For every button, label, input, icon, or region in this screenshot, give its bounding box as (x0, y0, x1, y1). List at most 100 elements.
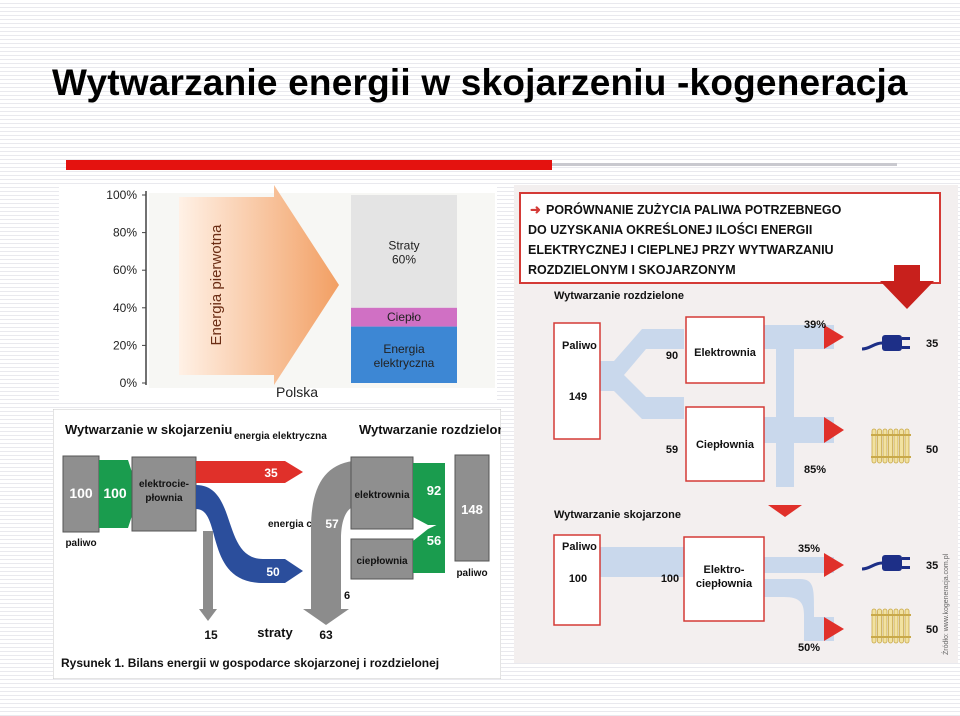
fuel-value-separate: 149 (569, 391, 587, 403)
loss-6-value: 6 (344, 590, 350, 602)
green-left-value: 100 (103, 485, 127, 501)
plug-icon (861, 335, 910, 351)
chp-label-2: ciepłownia (696, 578, 753, 590)
heat-plant-label: Ciepłownia (696, 439, 755, 451)
out-elec-separate: 35 (926, 338, 938, 350)
primary-energy-arrow (179, 185, 339, 385)
y-tick-label: 40% (113, 301, 137, 315)
loss-57-value: 57 (325, 517, 339, 531)
segment-label: Ciepło (387, 310, 421, 324)
title-underline-red (66, 160, 552, 170)
electricity-flow (196, 461, 303, 483)
to-power-plant-value: 90 (666, 350, 678, 362)
y-tick-label: 80% (113, 226, 137, 240)
chp-label-2: płownia (145, 493, 183, 504)
plug-icon-cogen (861, 555, 910, 571)
energy-balance-sankey: Wytwarzanie w skojarzeniu energia elektr… (53, 409, 501, 679)
fuel-comparison-diagram: ➜ PORÓWNANIE ZUŻYCIA PALIWA POTRZEBNEGO … (514, 185, 958, 663)
eff-power-value: 39% (804, 319, 826, 331)
green-flow-56 (413, 521, 445, 573)
power-plant-label: Elektrownia (694, 347, 757, 359)
down-arrow-icon (880, 265, 934, 309)
slide-title: Wytwarzanie energii w skojarzeniu -kogen… (52, 62, 908, 103)
x-label: Polska (276, 384, 318, 400)
separate-label: Wytwarzanie rozdzielone (554, 290, 684, 302)
chp-label-1: elektrocie- (139, 479, 189, 490)
power-plant-box (350, 456, 414, 530)
header-electric-energy: energia elektryczna (234, 431, 327, 442)
primary-energy-chart: 100% 80% 60% 40% 20% 0% Energia pierwotna Str… (59, 185, 497, 402)
loss-flow-separate (776, 349, 794, 487)
chp-box (683, 536, 765, 622)
fuel-value-cogen: 100 (569, 573, 587, 585)
heat-value: 50 (266, 565, 280, 579)
heading-arrow-icon: ➜ (530, 202, 541, 217)
green-92-value: 92 (427, 483, 441, 498)
chp-label-1: Elektro- (704, 564, 745, 576)
heading-line-4: ROZDZIELONYM I SKOJARZONYM (528, 263, 736, 277)
out-heat-cogen: 50 (926, 624, 938, 636)
loss-flow-left (199, 531, 217, 621)
radiator-icon (871, 428, 911, 464)
out-elec-cogen: 35 (926, 560, 938, 572)
heat-flow (196, 485, 303, 583)
power-out-flow (764, 325, 834, 349)
fuel-right-label: paliwo (456, 568, 487, 579)
arrow-label: Energia pierwotna (208, 224, 225, 346)
power-plant-box (685, 316, 765, 384)
cogen-elec-arrowhead (824, 553, 844, 577)
heading-line-3: ELEKTRYCZNEJ I CIEPLNEJ PRZY WYTWARZANIU (528, 243, 834, 257)
heat-label: energia cieplna (268, 519, 341, 530)
to-heat-plant-value: 59 (666, 444, 678, 456)
green-flow-92 (413, 463, 445, 525)
header-cogeneration: Wytwarzanie w skojarzeniu (65, 422, 232, 437)
segment-label: Straty (388, 238, 419, 252)
radiator-icon-cogen (871, 608, 911, 644)
fuel-label-separate: Paliwo (562, 340, 597, 352)
cogen-in-flow (600, 547, 684, 577)
power-arrowhead (824, 325, 844, 349)
cogen-elec-flow (764, 557, 834, 573)
eff-chp-elec: 35% (798, 543, 820, 555)
eff-heat-value: 85% (804, 464, 826, 476)
electricity-value: 35 (264, 466, 278, 480)
fuel-left-value: 100 (69, 485, 93, 501)
header-separate: Wytwarzanie rozdzielone (359, 422, 501, 437)
eff-chp-heat: 50% (798, 642, 820, 654)
segment-label: Energia (383, 342, 425, 356)
loss-label: straty (257, 625, 293, 640)
y-tick-label: 100% (106, 188, 137, 202)
loss-right-value: 63 (319, 628, 333, 642)
fuel-box-separate (553, 322, 601, 440)
fuel-box-cogen (553, 534, 601, 626)
heat-out-flow (764, 417, 834, 443)
fuel-left-label: paliwo (65, 538, 96, 549)
cogen-label: Wytwarzanie skojarzone (554, 509, 681, 521)
fuel-label-cogen: Paliwo (562, 541, 597, 553)
y-tick-labels: 100% 80% 60% 40% 20% 0% (106, 188, 146, 390)
green-flow-left (99, 460, 139, 528)
y-tick-label: 0% (120, 376, 138, 390)
loss-flow-right (303, 461, 353, 625)
heading-box (519, 192, 941, 284)
source-note: Źródło: www.kogeneracja.com.pl (941, 553, 950, 655)
segment-label: 60% (392, 252, 416, 266)
heading-line-2: DO UZYSKANIA OKREŚLONEJ ILOŚCI ENERGII (528, 222, 812, 237)
loss-left-value: 15 (204, 628, 218, 642)
stack-segment (351, 195, 457, 308)
title-underline-grey (552, 163, 897, 166)
heat-plant-box (685, 406, 765, 482)
heat-arrowhead (824, 417, 844, 443)
y-tick-label: 20% (113, 338, 137, 352)
heat-plant-box (350, 538, 414, 580)
cogen-heat-arrowhead (824, 617, 844, 641)
stack-segment (351, 326, 457, 383)
y-tick-label: 60% (113, 263, 137, 277)
stack-segment (351, 307, 457, 327)
fuel-right-value: 148 (461, 502, 483, 517)
heading-line-1: PORÓWNANIE ZUŻYCIA PALIWA POTRZEBNEGO (546, 202, 842, 217)
green-56-value: 56 (427, 533, 441, 548)
power-plant-label: elektrownia (354, 490, 409, 501)
fuel-box-right (454, 454, 490, 562)
